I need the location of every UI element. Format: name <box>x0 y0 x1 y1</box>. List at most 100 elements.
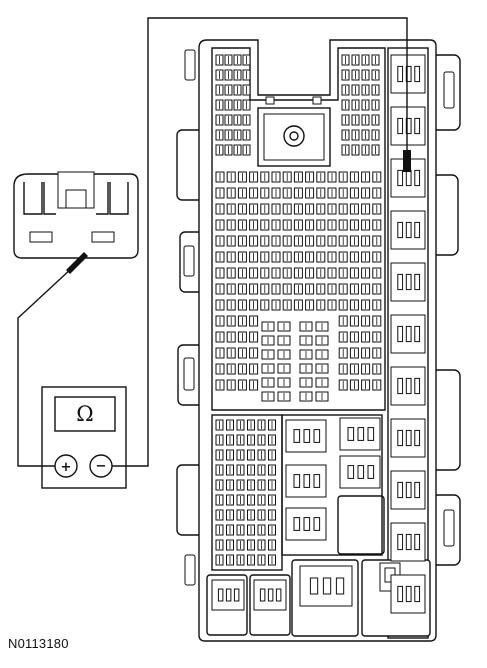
fuse-slot <box>293 219 303 231</box>
fuse-slot <box>215 331 225 343</box>
relay-socket <box>339 455 381 489</box>
fuse-slot <box>268 449 276 461</box>
fuse-slot <box>215 129 224 141</box>
fuse-slot <box>305 283 315 295</box>
fuse-slot <box>349 363 359 375</box>
fuse-slot <box>349 171 359 183</box>
fuse-slot <box>293 235 303 247</box>
fuse-slot <box>257 524 266 536</box>
fuse-slot <box>224 69 233 81</box>
probe-tip-fuse <box>403 150 411 172</box>
fuse-slot <box>327 251 337 263</box>
fuse-slot <box>236 434 245 446</box>
fuse-slot <box>226 331 236 343</box>
fuse-slot <box>268 434 276 446</box>
relay-sockets <box>211 54 426 614</box>
fuse-slot <box>242 114 251 126</box>
fuse-slot <box>236 494 245 506</box>
fuse-slot <box>327 203 337 215</box>
fuse-slot <box>260 171 270 183</box>
fuse-box-housing <box>176 39 461 642</box>
fuse-slot <box>237 251 247 263</box>
fuse-slot <box>226 554 234 566</box>
fuse-slot <box>215 363 225 375</box>
fuse-slot <box>293 283 303 295</box>
fuse-slot <box>215 99 224 111</box>
fuse-slot <box>237 187 247 199</box>
fuse-slot <box>271 219 281 231</box>
fuse-slot <box>226 379 236 391</box>
fuse-slot <box>372 315 382 327</box>
fuse-slot <box>226 524 234 536</box>
fuse-slot <box>316 171 326 183</box>
fuse-slot <box>268 509 276 521</box>
fuse-slot <box>249 219 259 231</box>
right-mounting-tabs <box>431 54 461 566</box>
fuse-slot <box>372 235 382 247</box>
fuse-slot <box>215 54 224 66</box>
fuse-slot <box>236 479 245 491</box>
relay-socket <box>299 565 353 607</box>
fuse-slot <box>249 283 259 295</box>
relay-socket <box>390 418 426 458</box>
fuse-slot <box>215 171 225 183</box>
fuse-slot <box>236 554 245 566</box>
fuse-slot <box>249 299 259 311</box>
fuse-grid <box>215 54 382 566</box>
fuse-slot <box>361 363 371 375</box>
harness-connector <box>13 171 139 259</box>
fuse-slot <box>305 171 315 183</box>
fuse-slot <box>261 321 275 332</box>
fuse-slot <box>361 379 371 391</box>
fuse-slot <box>299 321 313 332</box>
fuse-slot <box>351 114 360 126</box>
fuse-slot <box>371 129 380 141</box>
fuse-slot <box>247 419 255 431</box>
fuse-slot <box>260 251 270 263</box>
fuse-slot <box>338 283 348 295</box>
fuse-slot <box>226 171 236 183</box>
fuse-slot <box>242 144 251 156</box>
fuse-slot <box>351 54 360 66</box>
fuse-slot <box>271 171 281 183</box>
fuse-slot <box>247 494 255 506</box>
relay-socket <box>390 106 426 146</box>
fuse-slot <box>268 524 276 536</box>
fuse-slot <box>293 171 303 183</box>
fuse-slot <box>226 219 236 231</box>
fuse-slot <box>233 54 242 66</box>
fuse-slot <box>277 321 291 332</box>
fuse-slot <box>371 144 380 156</box>
fuse-slot <box>257 509 266 521</box>
fuse-slot <box>349 219 359 231</box>
fuse-slot <box>247 524 255 536</box>
fuse-slot <box>277 335 291 346</box>
fuse-slot <box>224 129 233 141</box>
fuse-slot <box>257 434 266 446</box>
fuse-slot <box>249 171 259 183</box>
relay-socket <box>339 417 381 451</box>
fuse-slot <box>271 235 281 247</box>
relay-socket <box>285 507 327 541</box>
fuse-slot <box>349 187 359 199</box>
fuse-slot <box>349 315 359 327</box>
fuse-slot <box>361 283 371 295</box>
fuse-slot <box>361 54 370 66</box>
fuse-slot <box>242 84 251 96</box>
fuse-slot <box>327 235 337 247</box>
fuse-slot <box>338 203 348 215</box>
fuse-slot <box>349 331 359 343</box>
fuse-slot <box>233 69 242 81</box>
fuse-slot <box>226 299 236 311</box>
fuse-slot <box>215 539 224 551</box>
fuse-slot <box>361 331 371 343</box>
fuse-slot <box>249 347 259 359</box>
figure-reference-id: N0113180 <box>8 636 69 651</box>
relay-socket <box>390 54 426 94</box>
fuse-slot <box>277 363 291 374</box>
fuse-slot <box>260 187 270 199</box>
fuse-slot <box>282 251 292 263</box>
fuse-slot <box>257 494 266 506</box>
ohm-icon: Ω <box>76 402 93 426</box>
fuse-slot <box>338 187 348 199</box>
